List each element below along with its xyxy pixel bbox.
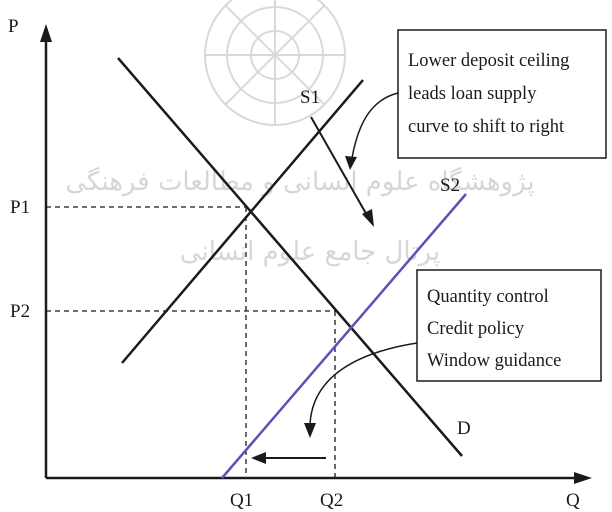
- top-annotation-line-1: Lower deposit ceiling: [408, 51, 569, 71]
- supply-curve-s2: [221, 193, 467, 479]
- supply-shift-arrowhead-icon: [362, 209, 374, 227]
- top-annotation-pointer-head-icon: [345, 156, 357, 170]
- bottom-annotation-line-1: Quantity control: [427, 287, 549, 307]
- q2-label: Q2: [320, 490, 343, 511]
- bottom-annotation-pointer-head-icon: [304, 423, 316, 438]
- watermark-line-1: پژوهشگاه علوم انسانی و مطالعات فرهنگی: [65, 166, 534, 197]
- bottom-annotation: Quantity control Credit policy Window gu…: [304, 269, 602, 438]
- p2-label: P2: [10, 301, 30, 322]
- bottom-annotation-line-3: Window guidance: [427, 351, 561, 371]
- top-annotation-pointer: [351, 92, 399, 159]
- top-annotation-box: [397, 29, 607, 159]
- top-annotation: Lower deposit ceiling leads loan supply …: [345, 29, 607, 170]
- q1-label: Q1: [230, 490, 253, 511]
- x-axis-arrow-icon: [574, 472, 592, 484]
- s2-label: S2: [440, 175, 460, 196]
- top-annotation-line-2: leads loan supply: [408, 84, 537, 104]
- s1-label: S1: [300, 87, 320, 108]
- p1-label: P1: [10, 197, 30, 218]
- bottom-annotation-pointer: [309, 342, 418, 426]
- supply-shift-arrow: [310, 116, 369, 218]
- y-axis-label: P: [8, 16, 19, 37]
- y-axis-arrow-icon: [40, 24, 52, 42]
- watermark-line-2: پرتال جامع علوم انسانی: [180, 237, 440, 267]
- top-annotation-line-3: curve to shift to right: [408, 117, 565, 137]
- d-label: D: [457, 418, 471, 439]
- watermark-emblem: [204, 0, 346, 126]
- quantity-shift-arrowhead-icon: [251, 452, 266, 464]
- axes: P Q: [8, 16, 592, 511]
- bottom-annotation-line-2: Credit policy: [427, 319, 525, 339]
- watermark: پژوهشگاه علوم انسانی و مطالعات فرهنگی پر…: [65, 0, 535, 267]
- shift-arrows: [251, 116, 374, 464]
- bottom-annotation-box: [416, 269, 602, 382]
- guide-lines: [46, 206, 336, 478]
- x-axis-label: Q: [566, 490, 580, 511]
- supply-curve-s1: [121, 79, 364, 364]
- demand-curve: [117, 57, 463, 457]
